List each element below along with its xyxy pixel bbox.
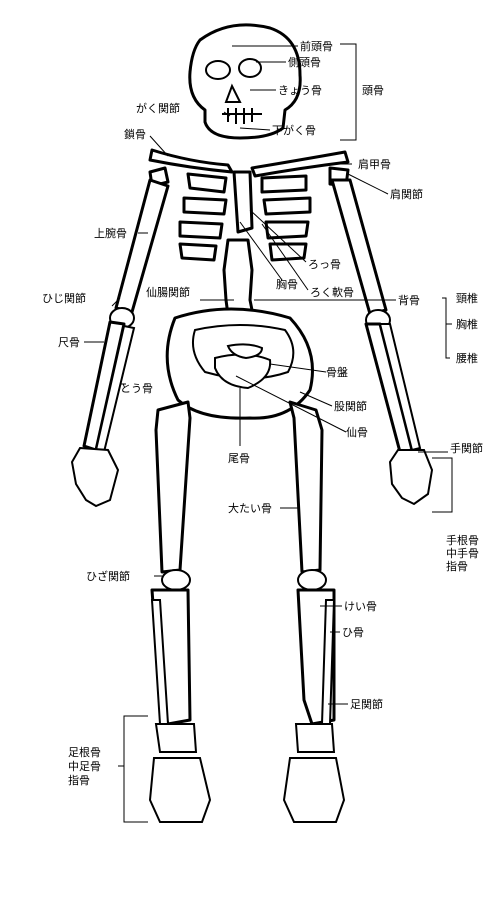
label-elbow-joint: ひじ関節 (42, 291, 86, 305)
label-metatarsals: 中足骨 (68, 760, 101, 773)
label-cervical: 頸椎 (456, 291, 478, 305)
label-costal-cartilage: ろく軟骨 (310, 285, 354, 299)
label-hip-joint: 股関節 (334, 399, 367, 413)
label-rib: ろっ骨 (308, 258, 341, 271)
label-clavicle: 鎖骨 (124, 127, 146, 141)
label-lumbar: 腰椎 (456, 351, 478, 365)
label-sacrum: 仙骨 (346, 426, 368, 439)
label-phalanges-hand: 指骨 (446, 559, 468, 573)
label-humerus: 上腕骨 (94, 226, 127, 240)
label-carpals: 手根骨 (446, 533, 479, 547)
ribcage (178, 170, 312, 262)
left-leg (148, 400, 212, 823)
label-frontal-bone: 前頭骨 (300, 39, 333, 53)
left-arm (70, 178, 170, 508)
label-sternum: 胸骨 (276, 277, 298, 291)
label-ulna: 尺骨 (58, 336, 80, 349)
label-tmj: がく関節 (136, 101, 180, 115)
labels: 前頭骨 側頭骨 きょう骨 頭骨 がく関節 下がく骨 鎖骨 肩甲骨 肩関節 上腕骨… (42, 39, 483, 787)
label-sacroiliac-joint: 仙腸関節 (146, 285, 190, 299)
label-skull: 頭骨 (362, 84, 384, 97)
skull-drawing (188, 23, 302, 140)
right-leg (282, 400, 346, 823)
label-tarsals: 足根骨 (68, 745, 101, 759)
label-spine: 背骨 (398, 293, 420, 307)
label-fibula: ひ骨 (342, 626, 364, 639)
label-coccyx: 尾骨 (228, 452, 250, 465)
right-arm (330, 178, 434, 506)
label-scapula: 肩甲骨 (358, 157, 391, 171)
label-metacarpals: 中手骨 (446, 546, 479, 560)
label-nasal-bone: きょう骨 (278, 84, 322, 97)
leader-lines (84, 43, 453, 823)
label-pelvis: 骨盤 (326, 366, 348, 379)
pelvis (165, 307, 314, 420)
label-ankle-joint: 足関節 (350, 697, 383, 711)
label-wrist-joint: 手関節 (450, 441, 483, 455)
label-parietal-bone: 側頭骨 (288, 56, 321, 69)
label-phalanges-foot: 指骨 (68, 773, 90, 787)
label-femur: 大たい骨 (228, 501, 272, 515)
label-shoulder-joint: 肩関節 (390, 187, 423, 201)
label-knee-joint: ひざ関節 (86, 569, 130, 583)
label-tibia: けい骨 (344, 600, 377, 613)
label-mandible: 下がく骨 (272, 123, 316, 137)
label-radius: とう骨 (120, 382, 153, 395)
label-thoracic: 胸椎 (456, 317, 478, 331)
